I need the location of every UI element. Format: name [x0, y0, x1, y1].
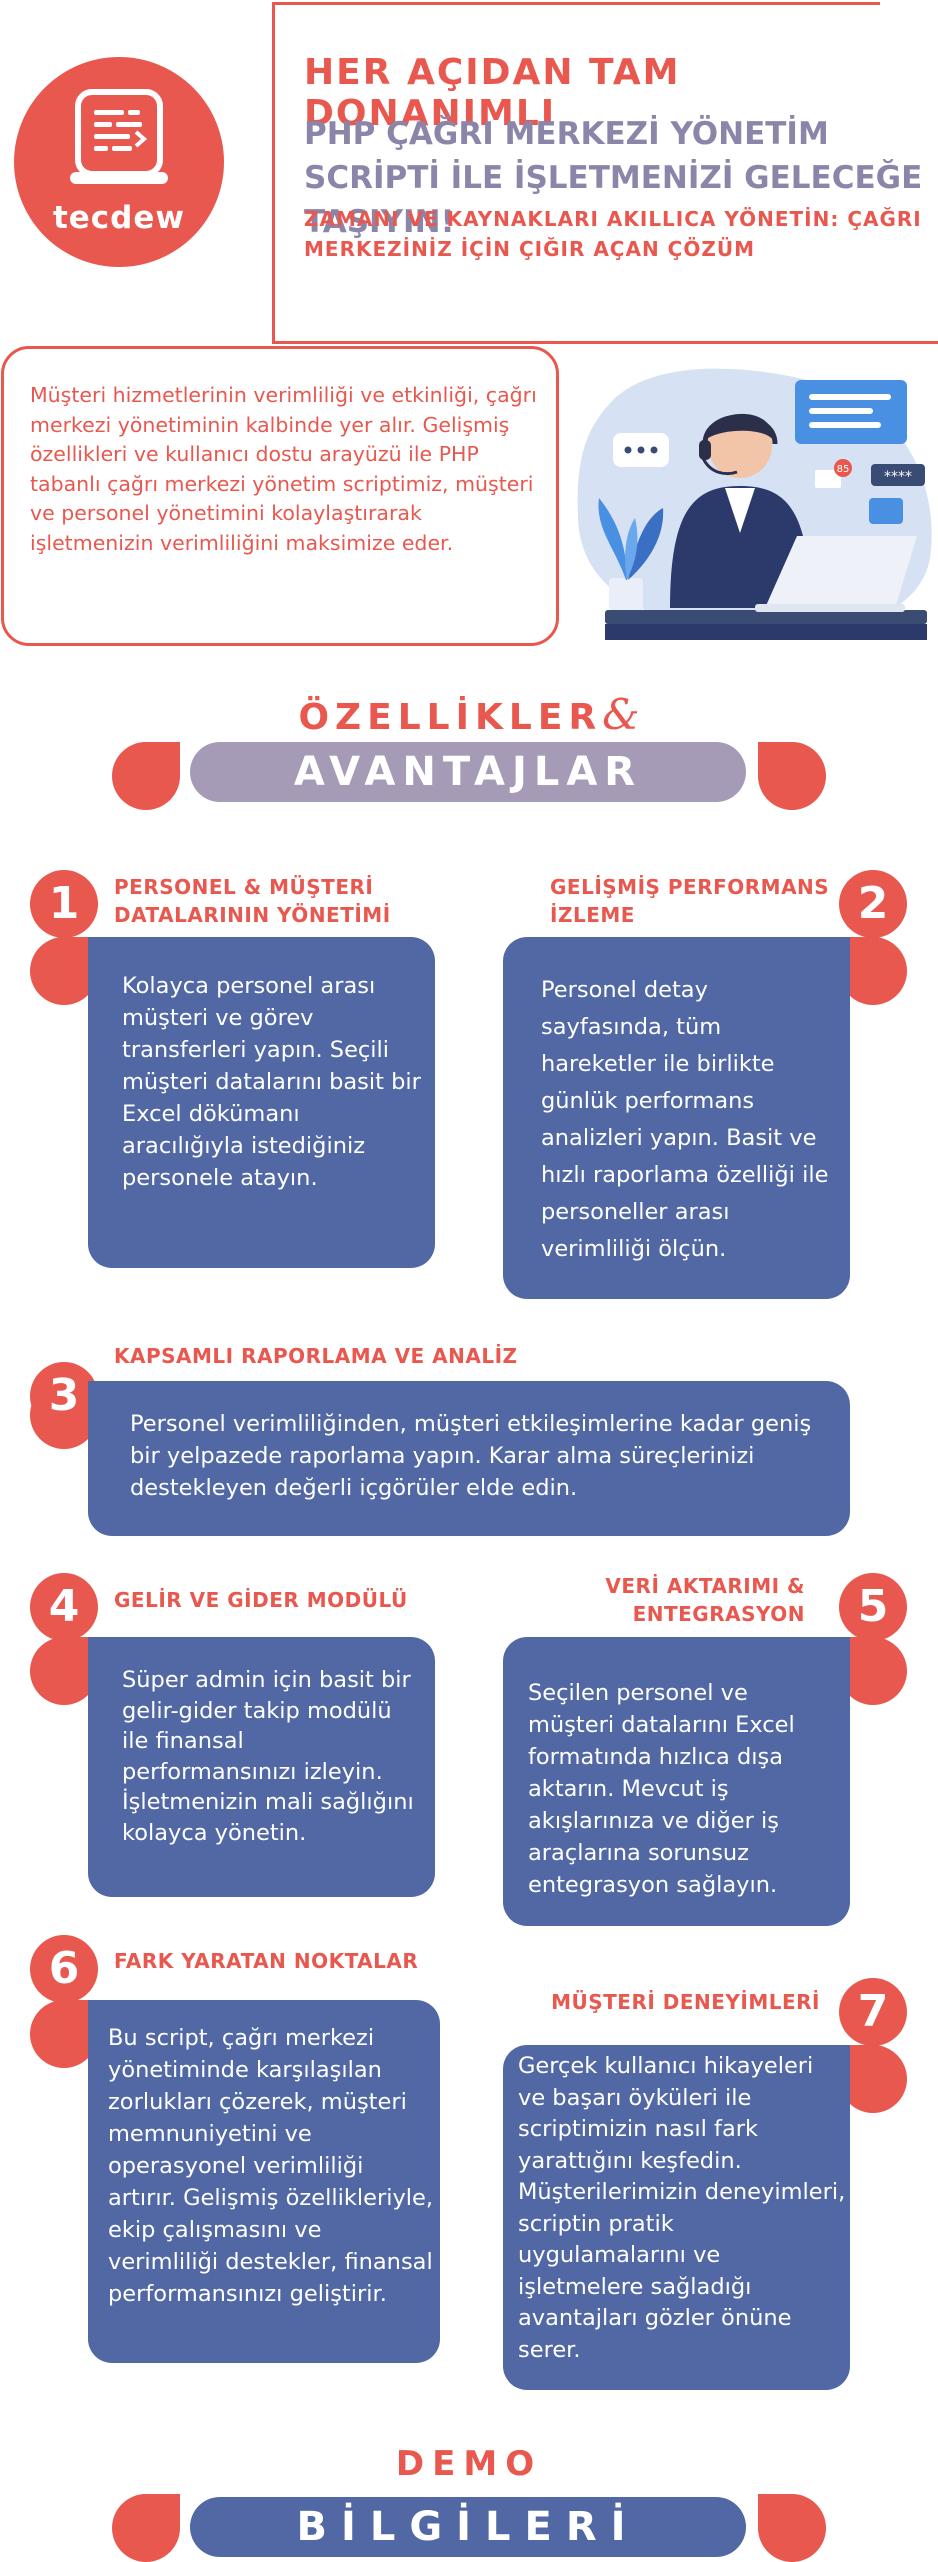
feature-2-text: Personel detay sayfasında, tüm hareketle… — [541, 977, 829, 1262]
feature-4-number: 4 — [30, 1573, 98, 1641]
feature-5-title: VERİ AKTARIMI & ENTEGRASYON — [605, 1574, 805, 1626]
section-ribbon-left — [112, 742, 180, 810]
feature-7-text: Gerçek kullanıcı hikayeleri ve başarı öy… — [518, 2053, 846, 2363]
feature-3-number: 3 — [30, 1362, 98, 1430]
section-ribbon-right — [758, 742, 826, 810]
feature-3-text: Personel verimliliğinden, müşteri etkile… — [130, 1411, 812, 1501]
feature-2-title: GELİŞMİŞ PERFORMANS İZLEME — [550, 875, 830, 927]
feature-1-number: 1 — [30, 870, 98, 938]
feature-2-petal — [839, 937, 907, 1005]
feature-7-petal — [839, 2045, 907, 2113]
tagline: ZAMANI VE KAYNAKLARI AKILLICA YÖNETİN: Ç… — [304, 207, 922, 261]
feature-2-number: 2 — [839, 870, 907, 938]
feature-5-number: 5 — [839, 1573, 907, 1641]
feature-1-title: PERSONEL & MÜŞTERİ DATALARININ YÖNETİMİ — [114, 875, 391, 927]
feature-2-card — [503, 937, 850, 1299]
call-center-agent-illustration: **** 85 — [577, 368, 932, 640]
feature-7-card — [503, 2045, 850, 2390]
feature-4-text: Süper admin için basit bir gelir-gider t… — [122, 1667, 414, 1846]
header-divider-top — [272, 2, 880, 5]
feature-6-number: 6 — [30, 1935, 98, 2003]
intro-text: Müşteri hizmetlerinin verimliliği ve etk… — [30, 383, 537, 555]
demo-ribbon-right — [758, 2494, 826, 2562]
feature-7-title: MÜŞTERİ DENEYİMLERİ — [551, 1990, 820, 2014]
badge-count: 85 — [837, 464, 850, 475]
feature-6-text: Bu script, çağrı merkezi yönetiminde kar… — [108, 2025, 434, 2307]
headline: HER AÇIDAN TAM DONANIMLI — [304, 52, 681, 134]
feature-4-card — [88, 1637, 435, 1897]
header-divider-vertical — [272, 2, 275, 344]
demo-title-bottom: BİLGİLERİ — [190, 2497, 746, 2557]
demo-ribbon-left — [112, 2494, 180, 2562]
section-title-bottom: AVANTAJLAR — [190, 742, 746, 802]
feature-1-card — [88, 937, 435, 1268]
feature-5-text: Seçilen personel ve müşteri datalarını E… — [528, 1680, 795, 1898]
laptop-code-icon — [70, 89, 168, 184]
password-dots: **** — [884, 469, 912, 485]
brand-name: tecdew — [52, 200, 186, 236]
feature-3-card — [88, 1381, 850, 1536]
feature-3-title: KAPSAMLI RAPORLAMA VE ANALİZ — [114, 1344, 518, 1368]
feature-1-text: Kolayca personel arası müşteri ve görev … — [122, 973, 421, 1191]
feature-5-petal — [839, 1637, 907, 1705]
demo-title-top: DEMO — [395, 2444, 543, 2484]
section-title-top: ÖZELLİKLER& — [298, 690, 640, 739]
header-divider-bottom — [274, 341, 938, 344]
feature-4-petal — [30, 1637, 98, 1705]
subheadline: PHP ÇAĞRI MERKEZİ YÖNETİM SCRİPTİ İLE İŞ… — [304, 116, 923, 240]
feature-6-petal — [30, 2000, 98, 2068]
feature-1-petal — [30, 937, 98, 1005]
feature-6-card — [88, 2000, 440, 2363]
feature-7-number: 7 — [839, 1978, 907, 2046]
intro-box — [1, 346, 559, 646]
ampersand: & — [602, 690, 640, 739]
feature-4-title: GELİR VE GİDER MODÜLÜ — [114, 1588, 408, 1612]
feature-6-title: FARK YARATAN NOKTALAR — [114, 1949, 419, 1973]
feature-5-card — [503, 1637, 850, 1926]
